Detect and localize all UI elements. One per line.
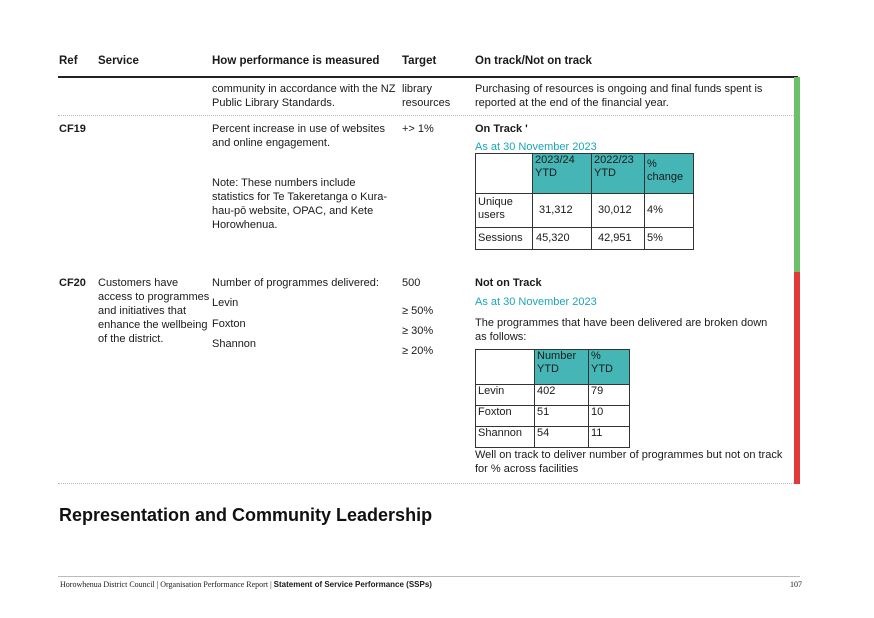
cf20-table-cell: 54: [534, 426, 589, 448]
cf20-table-cell: 11: [588, 426, 630, 448]
header-ref: Ref: [59, 55, 78, 67]
cf19-table-header: 2023/24 YTD: [532, 153, 592, 194]
page-number: 107: [790, 580, 802, 589]
row-divider: [58, 115, 794, 116]
header-status: On track/Not on track: [475, 55, 592, 67]
cf20-table-cell: Shannon: [475, 426, 535, 448]
cf20-table-cell: 51: [534, 405, 589, 427]
prev-row-status: Purchasing of resources is ongoing and f…: [475, 83, 763, 109]
cf19-table-header: % change: [644, 153, 694, 194]
status-bar-on-track: [794, 77, 800, 272]
footer-rule: [58, 576, 800, 577]
cf19-table-cell: 4%: [644, 193, 694, 228]
cf20-ref: CF20: [59, 277, 86, 289]
status-bar-not-on-track: [794, 272, 800, 484]
row-divider: [58, 483, 794, 484]
cf19-table-cell: 45,320: [532, 227, 592, 250]
cf20-measure-item: Levin: [212, 297, 239, 309]
cf19-table-cell: 5%: [644, 227, 694, 250]
cf20-target-item: ≥ 50%: [402, 305, 434, 317]
cf20-table-header-empty: [475, 349, 535, 385]
cf19-table-header-empty: [475, 153, 533, 194]
cf19-table: 2023/24 YTD 2022/23 YTD % change Unique …: [475, 153, 694, 250]
cf20-table-cell: 10: [588, 405, 630, 427]
cf20-table-cell: 402: [534, 384, 589, 406]
cf20-table-header: Number YTD: [534, 349, 589, 385]
header-rule: [58, 76, 798, 78]
prev-row-measure: community in accordance with the NZ Publ…: [212, 83, 396, 109]
cf20-service: Customers have access to programmes and …: [98, 277, 210, 345]
cf20-table-header: % YTD: [588, 349, 630, 385]
cf20-intro: The programmes that have been delivered …: [475, 317, 768, 343]
cf20-target-item: ≥ 20%: [402, 345, 434, 357]
cf20-table-cell: 79: [588, 384, 630, 406]
cf19-table-header: 2022/23 YTD: [591, 153, 645, 194]
cf19-status: On Track ': [475, 123, 528, 135]
cf20-measure-item: Foxton: [212, 318, 246, 330]
cf20-target-item: ≥ 30%: [402, 325, 434, 337]
cf20-measure-item: Shannon: [212, 338, 257, 350]
cf19-as-at: As at 30 November 2023: [475, 141, 597, 153]
footer: Horowhenua District Council | Organisati…: [60, 580, 432, 589]
prev-row-target: library resources: [402, 83, 451, 109]
cf20-table-cell: Foxton: [475, 405, 535, 427]
footer-doc: Statement of Service Performance (SSPs): [273, 580, 432, 589]
cf19-table-cell: 42,951: [591, 227, 645, 250]
footer-org: Horowhenua District Council | Organisati…: [60, 580, 274, 589]
cf20-target-title: 500: [402, 277, 421, 289]
cf19-measure: Percent increase in use of websites and …: [212, 123, 386, 149]
cf20-table-cell: Levin: [475, 384, 535, 406]
cf20-conclusion: Well on track to deliver number of progr…: [475, 449, 783, 475]
cf19-table-cell: 31,312: [532, 193, 592, 228]
cf20-measure-title: Number of programmes delivered:: [212, 277, 379, 289]
cf19-target: +> 1%: [402, 123, 434, 135]
cf19-ref: CF19: [59, 123, 86, 135]
cf20-as-at: As at 30 November 2023: [475, 296, 597, 308]
header-service: Service: [98, 55, 139, 67]
cf19-note: Note: These numbers include statistics f…: [212, 177, 388, 231]
cf19-table-cell: Sessions: [475, 227, 533, 250]
cf19-table-cell: 30,012: [591, 193, 645, 228]
header-target: Target: [402, 55, 437, 67]
header-measure: How performance is measured: [212, 55, 380, 67]
cf19-table-cell: Unique users: [475, 193, 533, 228]
cf20-status: Not on Track: [475, 277, 542, 289]
section-title: Representation and Community Leadership: [59, 505, 433, 525]
cf20-table: Number YTD % YTD Levin 402 79 Foxton 51 …: [475, 349, 630, 448]
